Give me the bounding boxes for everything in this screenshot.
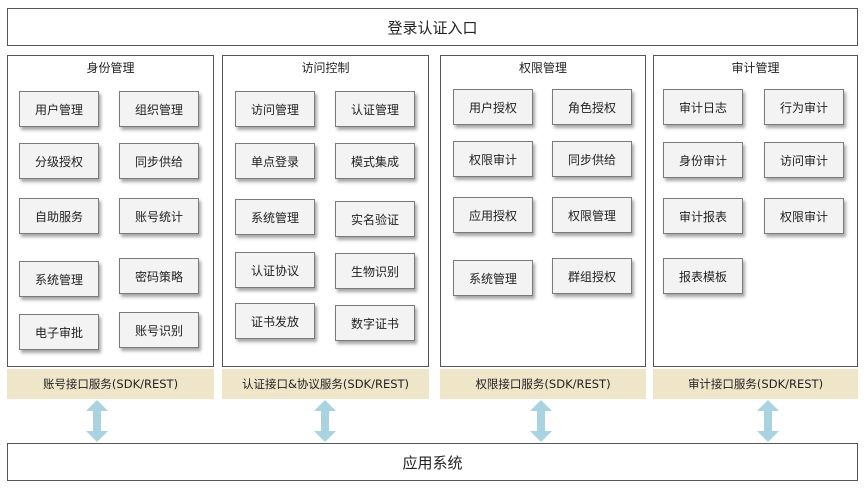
module-box: 模式集成: [335, 143, 415, 179]
module-box: 账号识别: [119, 312, 199, 348]
bidirectional-arrow-icon: [314, 400, 336, 442]
module-box: 身份审计: [663, 142, 743, 178]
application-system-label: 应用系统: [402, 453, 463, 472]
interface-service-bar: 账号接口服务(SDK/REST): [7, 369, 214, 399]
module-box: 用户授权: [453, 89, 533, 125]
module-box: 行为审计: [764, 89, 844, 125]
module-box: 用户管理: [19, 91, 99, 127]
panel-title: 访问控制: [301, 61, 350, 75]
panel-audit-management: 审计管理 审计日志 行为审计 身份审计 访问审计 审计报表 权限审计 报表模板: [653, 55, 858, 367]
module-box: 分级授权: [19, 143, 99, 179]
module-box: 报表模板: [663, 258, 743, 294]
login-auth-entry-label: 登录认证入口: [387, 18, 478, 37]
panel-identity-management: 身份管理 用户管理 组织管理 分级授权 同步供给 自助服务 账号统计 系统管理 …: [7, 55, 214, 367]
panel-permission-management: 权限管理 用户授权 角色授权 权限审计 同步供给 应用授权 权限管理 系统管理 …: [440, 55, 646, 367]
module-box: 认证管理: [335, 91, 415, 127]
module-box: 自助服务: [19, 198, 99, 234]
module-box: 实名验证: [335, 201, 415, 237]
module-box: 系统管理: [19, 261, 99, 297]
module-box: 同步供给: [119, 143, 199, 179]
interface-service-label: 审计接口服务(SDK/REST): [687, 377, 824, 391]
bidirectional-arrow-icon: [530, 400, 552, 442]
module-box: 证书发放: [235, 303, 315, 339]
module-box: 权限审计: [764, 198, 844, 234]
module-box: 账号统计: [119, 198, 199, 234]
module-box: 权限管理: [552, 197, 632, 233]
panel-title: 权限管理: [518, 61, 567, 75]
interface-service-label: 权限接口服务(SDK/REST): [475, 377, 611, 391]
module-box: 审计报表: [663, 198, 743, 234]
module-box: 访问审计: [764, 142, 844, 178]
interface-service-bar: 权限接口服务(SDK/REST): [440, 369, 646, 399]
module-box: 密码策略: [119, 258, 199, 294]
module-box: 组织管理: [119, 91, 199, 127]
module-box: 单点登录: [235, 143, 315, 179]
panel-title: 审计管理: [731, 61, 780, 75]
bidirectional-arrow-icon: [757, 400, 779, 442]
module-box: 访问管理: [235, 91, 315, 127]
interface-service-label: 认证接口&协议服务(SDK/REST): [241, 377, 410, 391]
interface-service-bar: 认证接口&协议服务(SDK/REST): [222, 369, 429, 399]
panel-access-control: 访问控制 访问管理 认证管理 单点登录 模式集成 系统管理 实名验证 认证协议 …: [222, 55, 429, 367]
panel-title: 身份管理: [86, 61, 135, 75]
module-box: 数字证书: [335, 305, 415, 341]
module-box: 权限审计: [453, 141, 533, 177]
module-box: 系统管理: [453, 260, 533, 296]
module-box: 群组授权: [552, 258, 632, 294]
module-box: 电子审批: [19, 314, 99, 350]
interface-service-label: 账号接口服务(SDK/REST): [42, 377, 179, 391]
module-box: 认证协议: [235, 252, 315, 288]
module-box: 系统管理: [235, 199, 315, 235]
module-box: 生物识别: [335, 253, 415, 289]
application-system-bar: 应用系统: [7, 443, 858, 481]
bidirectional-arrow-icon: [86, 400, 108, 442]
module-box: 审计日志: [663, 89, 743, 125]
module-box: 应用授权: [453, 197, 533, 233]
module-box: 角色授权: [552, 89, 632, 125]
login-auth-entry-bar: 登录认证入口: [7, 8, 858, 46]
module-box: 同步供给: [552, 141, 632, 177]
interface-service-bar: 审计接口服务(SDK/REST): [653, 369, 858, 399]
